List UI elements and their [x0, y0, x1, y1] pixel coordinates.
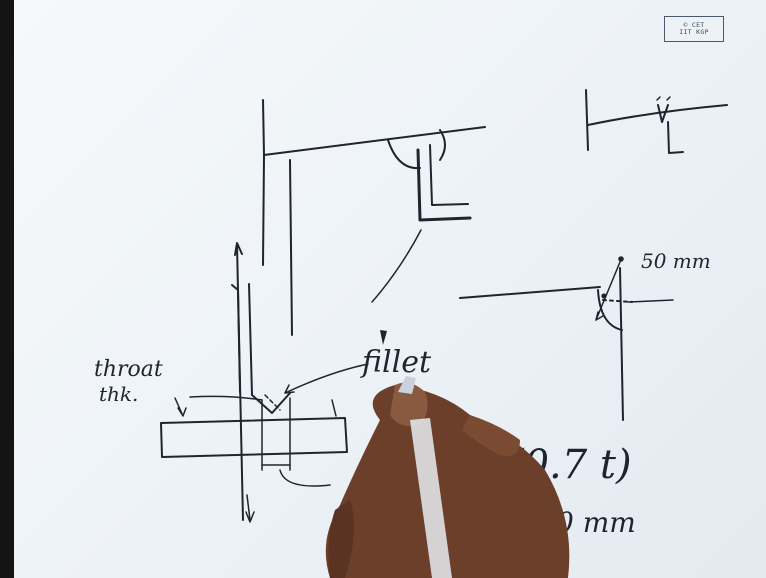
weld-symbol-sketch: [585, 89, 728, 154]
annotation-result: 0 mm: [556, 506, 636, 539]
presenter-hand: [325, 330, 570, 578]
logo-stamp: © CET IIT KGP: [664, 16, 724, 42]
annotation-fillet: fillet: [360, 345, 432, 380]
annotation-throat: throat: [94, 357, 163, 382]
annotation-dimension: 50 mm: [641, 249, 711, 273]
logo-line-2: IIT KGP: [679, 28, 709, 36]
fillet-detail-sketch: [459, 256, 674, 421]
frame-border: [0, 0, 14, 578]
beam-angle-sketch: [262, 99, 486, 336]
plate-weld-sketch: [160, 242, 369, 523]
logo-line-1: © CET: [683, 21, 705, 29]
annotation-thk: thk.: [99, 382, 138, 406]
